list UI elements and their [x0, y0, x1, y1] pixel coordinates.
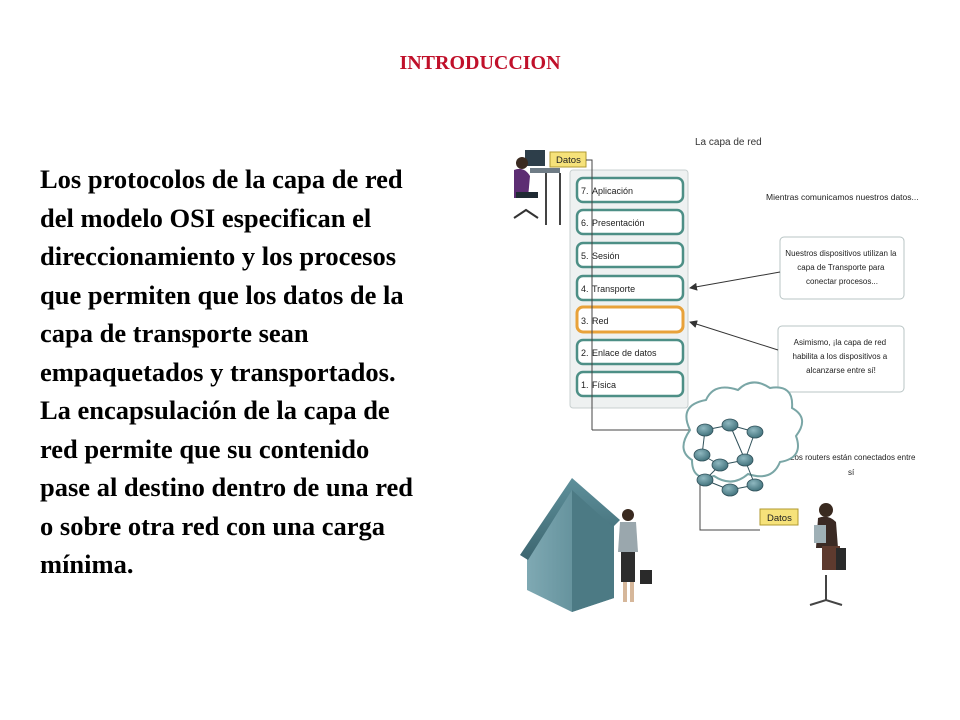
person-at-desk-icon: [513, 150, 561, 225]
body-line: Los protocolos de la capa de red: [40, 164, 403, 194]
router-cloud: [682, 381, 803, 497]
layer-name: Transporte: [592, 284, 635, 294]
body-line: capa de transporte sean: [40, 318, 309, 348]
router-icon: [696, 473, 714, 487]
router-icon: [746, 425, 764, 439]
standing-woman-icon: [618, 509, 652, 602]
router-icon: [711, 458, 729, 472]
router-icon: [721, 418, 739, 432]
body-line: red permite que su contenido: [40, 433, 370, 464]
layer-name: Red: [592, 316, 609, 326]
data-flow-line: [586, 159, 593, 430]
figure-title: La capa de red: [695, 137, 762, 148]
osi-layer-6: 6. Presentación: [575, 208, 685, 236]
body-line: del modelo OSI especifican el: [40, 202, 372, 233]
arrow-to-transport: [689, 271, 781, 291]
osi-layer-2: 2. Enlace de datos: [575, 338, 685, 366]
body-line: pase al destino dentro de una red: [40, 472, 414, 502]
router-icon: [721, 483, 739, 497]
note-3-box: [777, 325, 905, 393]
osi-layer-3-highlighted: 3. Red: [575, 305, 685, 334]
data-label-top-text: Datos: [556, 155, 581, 166]
body-paragraph: Los protocolos de la capa de red del mod…: [40, 160, 500, 584]
router-icon: [693, 448, 711, 462]
body-line: La encapsulación de la capa de: [40, 395, 390, 425]
body-line: direccionamiento y los procesos: [40, 241, 397, 271]
layer-number: 2.: [581, 348, 589, 358]
osi-layer-7: 7. Aplicación: [575, 176, 685, 204]
layer-name: Enlace de datos: [592, 348, 657, 358]
layer-number: 1.: [581, 380, 589, 390]
layer-number: 5.: [581, 251, 589, 261]
layer-number: 4.: [581, 284, 589, 294]
data-label-bottom: [759, 508, 799, 526]
body-line: empaquetados y transportados.: [40, 356, 396, 387]
slide-title: INTRODUCCION: [399, 52, 561, 74]
arrow-to-network: [689, 320, 779, 351]
layer-name: Física: [592, 380, 616, 390]
body-line: mínima.: [40, 549, 134, 579]
body-line: que permiten que los datos de la: [40, 279, 404, 310]
person-on-chair-icon: [809, 503, 846, 606]
layer-name: Aplicación: [592, 186, 633, 196]
note-1: Mientras comunicamos nuestros datos...: [766, 192, 919, 202]
body-line: o sobre otra red con una carga: [40, 510, 385, 541]
layer-name: Sesión: [592, 251, 620, 261]
osi-network-layer-figure: La capa de red Datos 7. Aplicación 6. Pr…: [513, 137, 919, 612]
router-icon: [736, 453, 754, 467]
osi-layer-1: 1. Física: [575, 370, 685, 398]
osi-layer-5: 5. Sesión: [575, 241, 685, 269]
note-4: Los routers están conectados entre sí: [790, 453, 918, 477]
note-2: Nuestros dispositivos utilizan la capa d…: [785, 249, 898, 286]
note-2-box: [779, 236, 905, 300]
router-icon: [746, 478, 764, 492]
layer-number: 6.: [581, 218, 589, 228]
layer-number: 3.: [581, 316, 589, 326]
layer-name: Presentación: [592, 218, 645, 228]
layer-number: 7.: [581, 186, 589, 196]
data-flow-line: [699, 470, 760, 531]
note-3: Asimismo, ¡la capa de red habilita a los…: [793, 338, 890, 375]
house-icon: [520, 478, 620, 612]
data-label-bottom-text: Datos: [767, 513, 792, 524]
router-icon: [696, 423, 714, 437]
osi-layer-4: 4. Transporte: [575, 274, 685, 302]
